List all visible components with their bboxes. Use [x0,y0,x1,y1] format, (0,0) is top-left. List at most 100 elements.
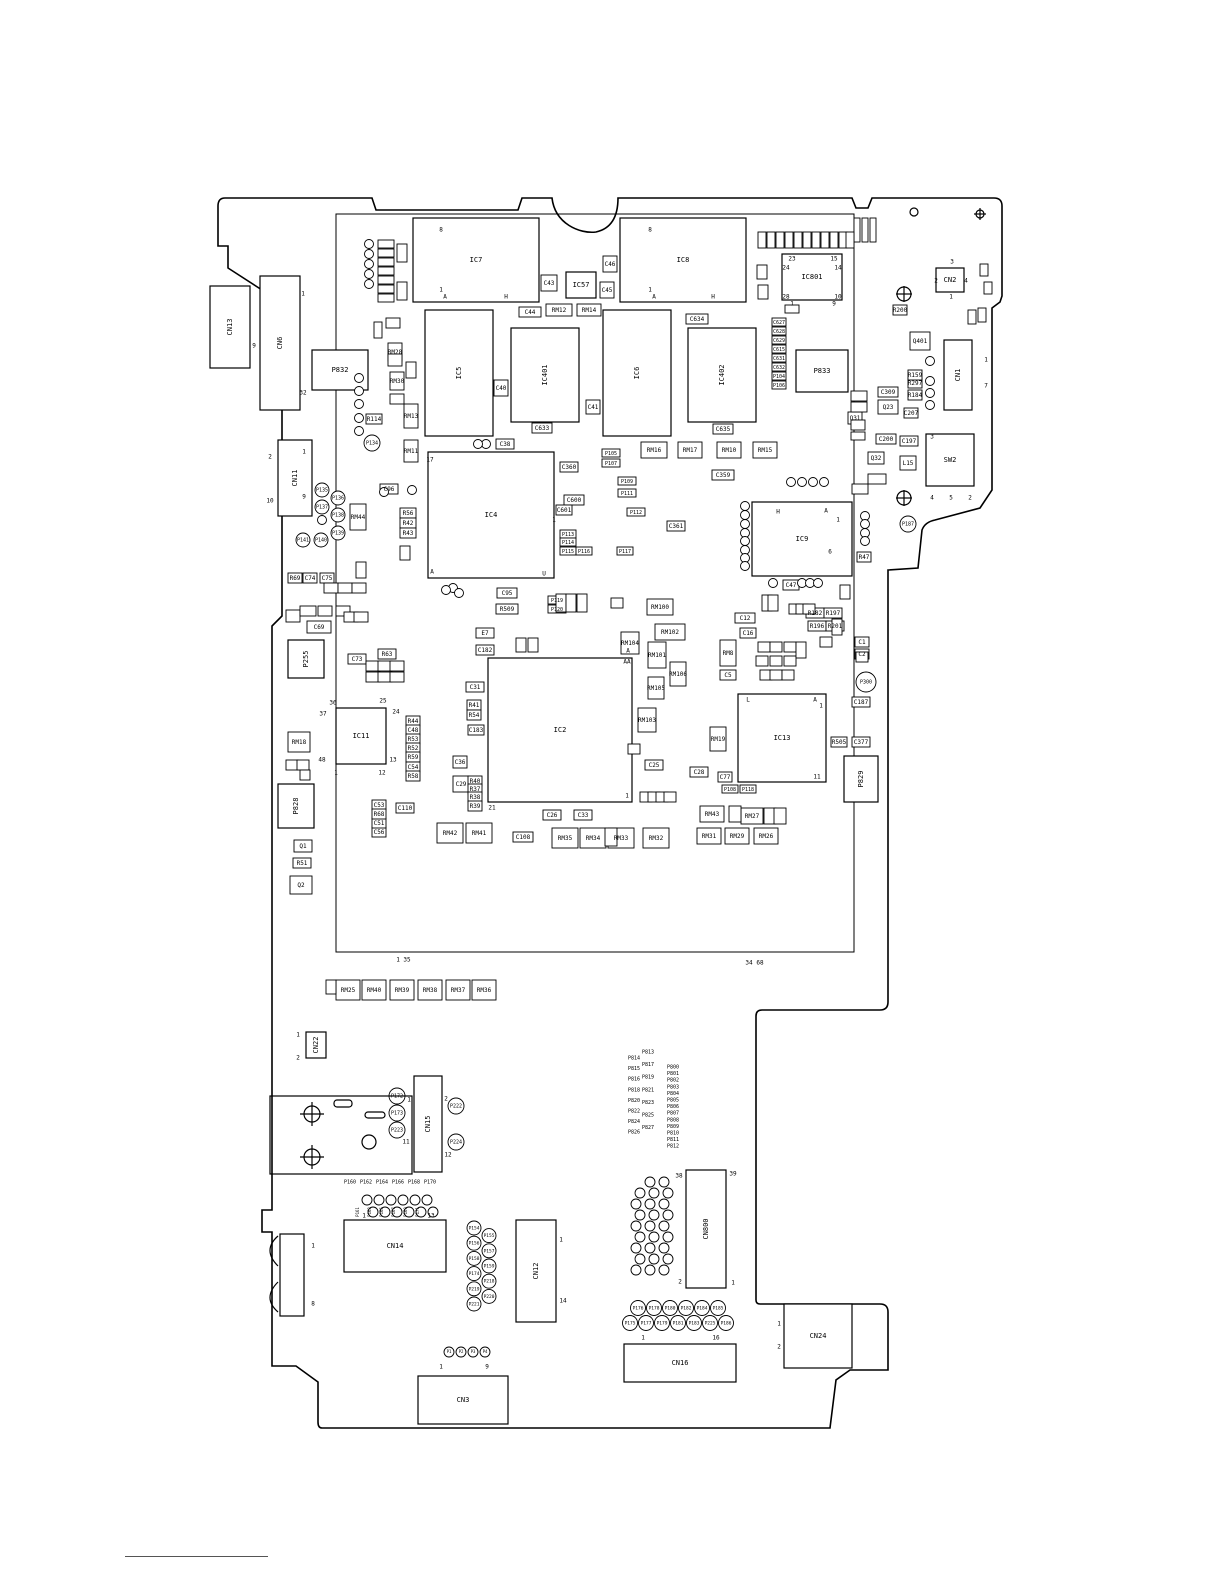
cn800-tp-label: P818 [628,1087,640,1093]
test-point [654,1315,670,1331]
test-point [330,525,346,541]
cn14-tp-label: P166 [392,1180,404,1186]
pad-21 [977,307,987,323]
pin-number: H [711,294,715,301]
component-label-8: C635 [716,426,731,433]
pad-69 [783,655,797,667]
ic5-chip [424,309,494,437]
test-point [662,1209,674,1221]
cn800-tp-label: P807 [667,1111,679,1117]
test-point-label: P221 [469,1302,480,1308]
component-label-124: C73 [352,656,363,663]
component-label-196: P119 [551,598,563,604]
cn800-tp-label: P816 [628,1077,640,1083]
component-183 [771,380,787,390]
test-point [479,1346,491,1358]
component-label-97: R200 [893,307,908,314]
component-label-28: RM106 [669,671,687,678]
pad-65 [769,641,783,653]
ic402-chip-label: IC402 [718,364,726,385]
component-label-177: C628 [773,329,785,335]
pin-number: 12 [444,1152,452,1159]
test-point [630,1300,646,1316]
pad-71 [769,669,783,681]
component-44 [696,827,722,845]
component-label-195: P117 [619,549,631,555]
test-point [481,1243,497,1259]
component-63 [395,802,415,814]
test-point [354,399,364,409]
test-point-label: P185 [713,1306,724,1312]
pad-48 [325,979,337,995]
pin-number: 1 [648,287,652,294]
test-point-label: P141 [297,538,309,544]
pin-number: 25 [379,698,387,705]
test-point [819,477,829,487]
test-point-label: P157 [484,1248,495,1254]
pad-77 [819,636,833,648]
component-label-87: C207 [904,410,919,417]
pad-36 [353,611,369,623]
pad-55 [627,743,641,755]
test-point [634,1231,646,1243]
test-point [658,1220,670,1232]
test-point [354,426,364,436]
component-label-117: C53 [374,802,385,809]
pin-number: A [652,294,656,301]
ic9-chip-label: IC9 [796,535,809,543]
component-label-91: R184 [908,392,923,399]
component-label-2: C44 [525,309,536,316]
pin-number: U [542,571,546,578]
ic5-chip-label: IC5 [455,367,463,380]
test-point-label: P181 [673,1321,684,1327]
p832-pad-label: P832 [332,366,349,374]
test-point [330,507,346,523]
component-33 [734,612,756,624]
pad-27 [784,304,800,314]
test-point [648,1209,660,1221]
pin-number: 2 [444,1096,448,1103]
component-10 [493,379,509,397]
cn24-connector [783,1303,853,1369]
pin-number: 13 [389,757,397,764]
component-8 [712,423,734,435]
pin-number: 13 [427,1213,435,1220]
ic13-chip-label: IC13 [774,734,791,742]
component-label-176: C627 [773,320,785,326]
component-20 [495,603,519,615]
component-label-190: P112 [630,510,642,516]
test-point [361,1194,373,1206]
component-label-197: P120 [551,607,563,613]
test-point-label: P154 [469,1226,480,1232]
cn800-tp-label: P819 [642,1075,654,1081]
test-point-label: P179 [657,1321,668,1327]
ic19-chip [279,1233,305,1317]
component-182 [771,371,787,381]
component-label-31: RM18 [292,739,307,746]
pin-number: 9 [302,494,306,501]
test-point [860,519,870,529]
test-point [925,376,935,386]
component-14 [716,441,742,459]
pad-83 [377,248,395,258]
pad-23 [851,483,869,495]
test-point [481,1288,497,1304]
test-point [379,1206,391,1218]
test-point-label: P138 [332,513,344,519]
test-point-label: P222 [450,1104,462,1110]
pad-15 [850,401,868,413]
test-point [481,1228,497,1244]
test-point [397,1194,409,1206]
cn800-tp-label: P810 [667,1131,679,1137]
component-label-75: R47 [859,554,870,561]
pin-number: 1 [949,294,953,301]
component-97 [892,304,908,316]
component-label-42: RM43 [705,811,720,818]
pin-number: 8 [439,227,443,234]
component-125 [377,648,397,660]
cn13-connector [209,285,251,369]
component-99 [475,644,495,656]
test-point [314,499,330,515]
cn12-connector-label: CN12 [532,1263,540,1280]
pin-number: 10 [834,294,842,301]
